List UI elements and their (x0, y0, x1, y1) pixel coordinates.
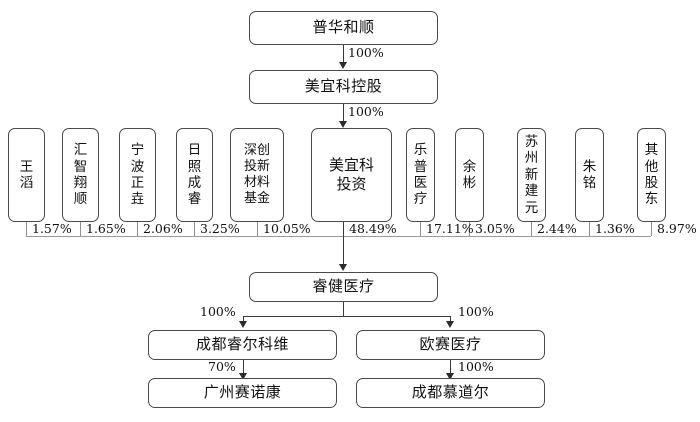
node-label: 广州赛诺康 (203, 383, 282, 402)
node-shareholder-yubin[interactable]: 余 彬 (455, 128, 484, 222)
connector-to-guangzhou-sainuokang (243, 360, 244, 377)
pct-meiyike-invest: 48.49% (349, 221, 397, 236)
pct-rizhaochengrui: 3.25% (200, 221, 240, 236)
node-label: 美宜科控股 (304, 77, 383, 96)
node-label: 朱 铭 (582, 158, 597, 191)
connector-to-ousai-medical (450, 316, 451, 324)
node-ousai-medical[interactable]: 欧赛医疗 (356, 330, 545, 360)
arrow-head (239, 373, 247, 380)
connector-ruijian-split-bar (243, 316, 451, 317)
node-label: 乐 普 医 疗 (413, 142, 428, 208)
arrow-head (239, 321, 247, 328)
stub-suzhouxinjianyuan (531, 222, 532, 236)
connector-ruijian-down (343, 302, 344, 316)
node-ruijian-medical[interactable]: 睿健医疗 (249, 272, 438, 302)
pct-suzhouxinjianyuan: 2.44% (537, 221, 577, 236)
node-label: 苏 州 新 建 元 (524, 133, 539, 216)
connector-holding-to-meiyike-invest (343, 104, 344, 122)
pct-guangzhou-sainuokang: 70% (208, 359, 236, 374)
shareholder-bus-line (26, 236, 651, 237)
stub-other (651, 222, 652, 236)
node-label: 余 彬 (462, 158, 477, 191)
edge-label-100-second: 100% (348, 104, 384, 119)
connector-meiyike-invest-to-ruijian (343, 222, 344, 267)
pct-zhuming: 1.36% (595, 221, 635, 236)
node-label: 宁 波 正 垚 (130, 142, 145, 208)
arrow-head (446, 373, 454, 380)
node-shareholder-other[interactable]: 其 他 股 东 (637, 128, 666, 222)
node-shareholder-meiyike-invest[interactable]: 美宜科 投资 (311, 128, 392, 222)
pct-huizhixiangshun: 1.65% (86, 221, 126, 236)
node-shareholder-lepu-medical[interactable]: 乐 普 医 疗 (406, 128, 435, 222)
node-label: 成都慕道尔 (411, 383, 490, 402)
node-label: 普华和顺 (312, 18, 375, 37)
node-shareholder-rizhaochengrui[interactable]: 日 照 成 睿 (176, 128, 213, 222)
pct-ousai-medical: 100% (458, 304, 494, 319)
node-shareholder-ningbozhengyao[interactable]: 宁 波 正 垚 (119, 128, 156, 222)
arrow-head (339, 121, 347, 128)
pct-shenchuangtou: 10.05% (263, 221, 311, 236)
node-label: 睿健医疗 (312, 277, 375, 296)
stub-yubin (469, 222, 470, 236)
node-label: 成都睿尔科维 (195, 335, 289, 354)
node-shareholder-suzhouxinjianyuan[interactable]: 苏 州 新 建 元 (517, 128, 546, 222)
stub-lepu-medical (420, 222, 421, 236)
node-meiyike-holding[interactable]: 美宜科控股 (249, 70, 438, 104)
arrow-head (339, 264, 347, 271)
node-shareholder-shenchuangtou[interactable]: 深创 投新 材料 基金 (230, 128, 284, 222)
node-shareholder-zhuming[interactable]: 朱 铭 (575, 128, 604, 222)
node-label: 汇 智 翔 顺 (73, 142, 88, 208)
connector-to-chengdu-mudaoer (450, 360, 451, 377)
pct-yubin: 3.05% (475, 221, 515, 236)
pct-wangtao: 1.57% (32, 221, 72, 236)
node-label: 欧赛医疗 (419, 335, 482, 354)
pct-other: 8.97% (657, 221, 697, 236)
stub-zhuming (589, 222, 590, 236)
connector-to-chengdu-ruier-kewei (243, 316, 244, 324)
node-shareholder-wangtao[interactable]: 王 滔 (8, 128, 45, 222)
node-label: 王 滔 (19, 158, 34, 191)
node-shareholder-huizhixiangshun[interactable]: 汇 智 翔 顺 (62, 128, 99, 222)
pct-chengdu-mudaoer: 100% (458, 359, 494, 374)
node-guangzhou-sainuokang[interactable]: 广州赛诺康 (148, 378, 337, 408)
pct-lepu-medical: 17.11% (426, 221, 474, 236)
node-label: 日 照 成 睿 (187, 142, 202, 208)
stub-ningbozhengyao (137, 222, 138, 236)
stub-rizhaochengrui (194, 222, 195, 236)
pct-ningbozhengyao: 2.06% (143, 221, 183, 236)
node-chengdu-mudaoer[interactable]: 成都慕道尔 (356, 378, 545, 408)
node-label: 美宜科 投资 (328, 155, 374, 194)
node-label: 其 他 股 东 (644, 142, 659, 208)
node-puhuaheshun[interactable]: 普华和顺 (249, 11, 438, 45)
stub-huizhixiangshun (80, 222, 81, 236)
node-label: 深创 投新 材料 基金 (243, 143, 270, 206)
node-chengdu-ruier-kewei[interactable]: 成都睿尔科维 (148, 330, 337, 360)
pct-chengdu-ruier-kewei: 100% (200, 304, 236, 319)
edge-label-100-top: 100% (348, 45, 384, 60)
stub-shenchuangtou (257, 222, 258, 236)
connector-puhuaheshun-to-holding (343, 45, 344, 63)
arrow-head (446, 321, 454, 328)
arrow-head (339, 62, 347, 69)
stub-wangtao (26, 222, 27, 236)
